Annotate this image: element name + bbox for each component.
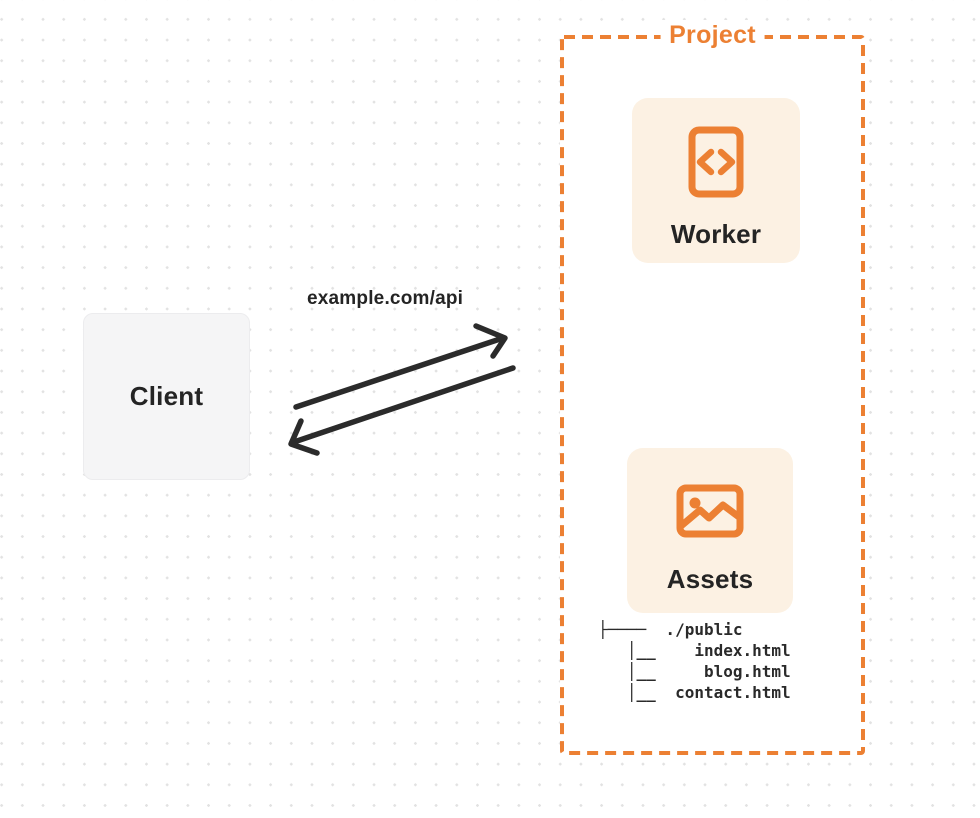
code-file-icon bbox=[688, 126, 744, 198]
project-container: Project Worker Assets ├──── ./public │__… bbox=[560, 20, 865, 755]
response-arrow bbox=[288, 365, 516, 456]
assets-file-tree: ├──── ./public │__ index.html │__ blog.h… bbox=[598, 620, 791, 702]
assets-node: Assets bbox=[627, 448, 793, 613]
assets-label: Assets bbox=[666, 564, 754, 594]
worker-node: Worker bbox=[632, 98, 800, 263]
client-node: Client bbox=[83, 313, 250, 480]
request-url-label: example.com/api bbox=[307, 288, 464, 309]
image-icon bbox=[676, 484, 744, 538]
worker-label: Worker bbox=[670, 219, 762, 249]
project-label: Project bbox=[660, 20, 765, 50]
client-label: Client bbox=[129, 381, 204, 411]
request-arrow bbox=[293, 323, 508, 410]
